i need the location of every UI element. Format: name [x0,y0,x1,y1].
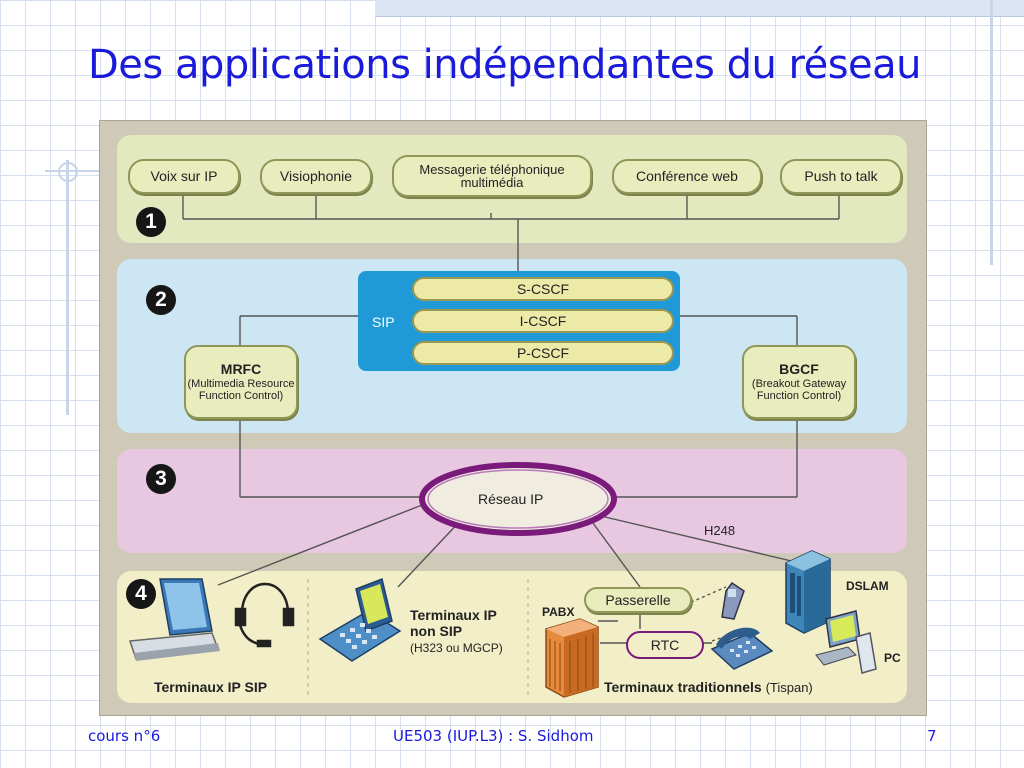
mobile-phone-icon [721,581,745,620]
ip-network-label: Réseau IP [478,491,544,507]
ip-non-sip-desc: (H323 ou MGCP) [410,641,503,655]
footer-page-number: 7 [927,727,937,745]
mrfc-title: MRFC [220,360,262,377]
layer-number-3: 3 [146,464,176,494]
bgcf-description: (Breakout Gateway Function Control) [751,377,847,402]
traditional-terminals-title: Terminaux traditionnels [604,679,762,695]
desk-phone-icon [710,627,774,670]
rtc-box: RTC [626,631,704,659]
app-push-to-talk: Push to talk [780,159,902,194]
layer-number-2: 2 [146,285,176,315]
bgcf-box: BGCF (Breakout Gateway Function Control) [742,345,856,419]
app-voix-sur-ip: Voix sur IP [128,159,240,194]
ims-diagram: 1 2 3 4 Voix sur IP Visiophonie Messager… [99,120,927,716]
sip-label: SIP [372,314,395,330]
slide-title: Des applications indépendantes du réseau [88,42,922,88]
decoration-line-right [990,0,993,265]
s-cscf-bar: S-CSCF [412,277,674,301]
i-cscf-bar: I-CSCF [412,309,674,333]
pabx-icon [545,618,599,698]
decoration-line-left [66,160,69,415]
bgcf-title: BGCF [779,360,819,377]
layer-number-1: 1 [136,207,166,237]
app-messagerie: Messagerie téléphonique multimédia [392,155,592,197]
top-decoration-bar [375,0,1024,17]
ip-non-sip-label: Terminaux IP non SIP (H323 ou MGCP) [410,607,522,656]
pc-icon [815,610,877,674]
mrfc-description: (Multimedia Resource Function Control) [187,377,295,402]
pc-label: PC [884,651,901,665]
app-conference-web: Conférence web [612,159,762,194]
ip-sip-terminals-label: Terminaux IP SIP [154,679,268,695]
footer-course: cours n°6 [88,727,161,745]
headset-icon [234,582,295,648]
ip-phone-icon [318,577,402,662]
app-visiophonie: Visiophonie [260,159,372,194]
mrfc-box: MRFC (Multimedia Resource Function Contr… [184,345,298,419]
ip-network-ring [419,462,617,536]
connector-lines [128,193,877,698]
h248-label: H248 [704,523,736,538]
laptop-icon [128,578,220,661]
pabx-label: PABX [542,605,575,619]
gateway-box: Passerelle [584,587,692,613]
ip-non-sip-title: Terminaux IP non SIP [410,607,497,639]
traditional-terminals-label: Terminaux traditionnels (Tispan) [604,679,813,695]
dslam-icon [785,550,831,634]
p-cscf-bar: P-CSCF [412,341,674,365]
layer-number-4: 4 [126,579,156,609]
decoration-circle [58,162,78,182]
dslam-label: DSLAM [846,579,889,593]
footer-author: UE503 (IUP.L3) : S. Sidhom [393,727,594,745]
traditional-terminals-note: (Tispan) [765,680,813,695]
